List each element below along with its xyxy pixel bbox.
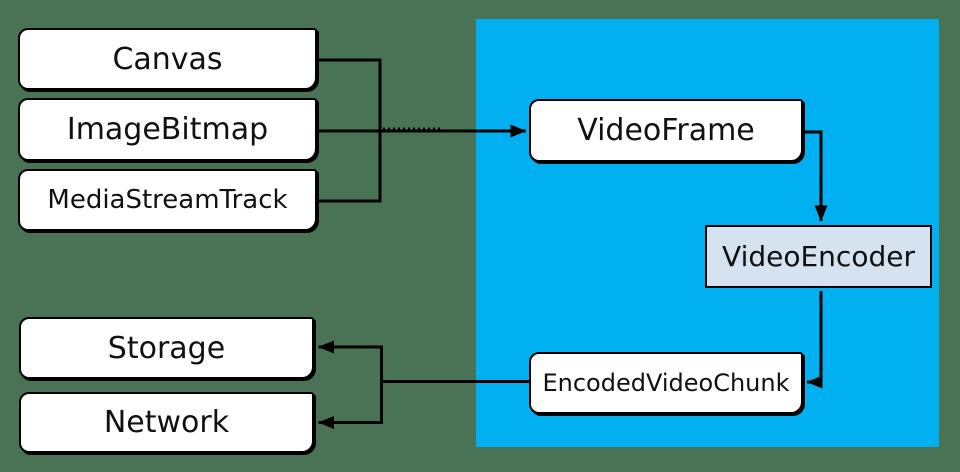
node-videoframe-label: VideoFrame [577,113,755,148]
node-imagebitmap-label: ImageBitmap [66,112,269,147]
node-mediastreamtrack-label: MediaStreamTrack [47,185,288,215]
node-canvas-label: Canvas [112,41,223,77]
node-encodedvideochunk-label: EncodedVideoChunk [542,369,790,397]
node-encodedvideochunk: EncodedVideoChunk [529,352,803,414]
node-storage: Storage [19,317,314,379]
node-videoframe: VideoFrame [529,99,803,162]
node-videoencoder: VideoEncoder [705,225,932,288]
connector-sources-bracket [317,58,382,203]
node-network-label: Network [103,405,230,440]
node-network: Network [19,392,314,453]
node-canvas: Canvas [18,28,317,90]
node-videoencoder-label: VideoEncoder [722,240,915,273]
node-storage-label: Storage [107,330,226,366]
node-mediastreamtrack: MediaStreamTrack [18,169,317,231]
node-imagebitmap: ImageBitmap [18,98,317,161]
